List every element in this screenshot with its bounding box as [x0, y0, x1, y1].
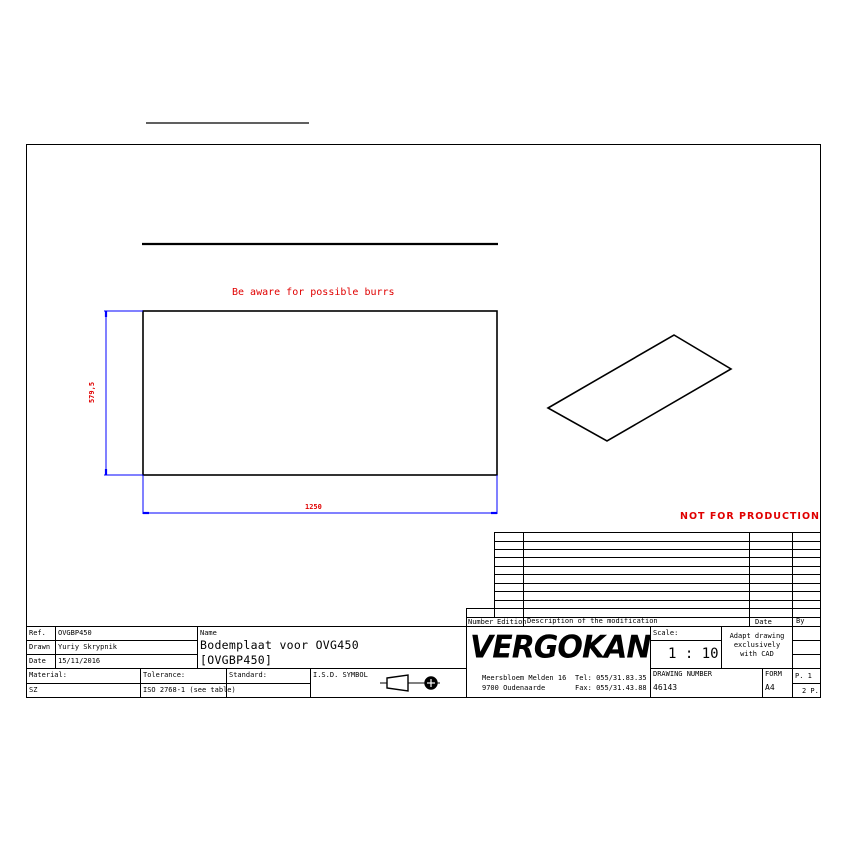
- name-label: Name: [200, 629, 217, 637]
- date-value: 15/11/2016: [58, 657, 101, 665]
- plate-isometric-view: [546, 334, 733, 442]
- drawn-value: Yuriy Skrypnik: [58, 643, 118, 651]
- height-dimension-label: 579,5: [88, 381, 97, 404]
- rev-header-date: Date: [755, 618, 772, 626]
- material-value: SZ: [29, 686, 38, 694]
- material-label: Material:: [29, 671, 67, 679]
- form-value: A4: [765, 683, 775, 692]
- isd-symbol-label: I.S.D. SYMBOL: [313, 671, 368, 679]
- standard-label: Standard:: [229, 671, 267, 679]
- company-tel: Tel: 055/31.83.35: [575, 674, 647, 682]
- rev-header-edition: Edition: [497, 618, 527, 626]
- width-dimension-label: 1250: [305, 503, 322, 511]
- company-address-line1: Meersbloem Melden 16: [482, 674, 567, 682]
- revision-table-lines: [466, 532, 820, 697]
- company-logo: VERGOKAN: [470, 629, 652, 666]
- company-address-line2: 9700 Oudenaarde: [482, 684, 546, 692]
- page-total: 2 P.: [802, 687, 819, 695]
- width-dimension: [142, 475, 498, 515]
- scale-value: 1 : 10: [668, 646, 719, 662]
- part-name: Bodemplaat voor OVG450: [200, 638, 359, 652]
- plate-top-view: [142, 310, 498, 476]
- height-dimension: [104, 310, 143, 476]
- rev-header-number: Number: [468, 618, 494, 626]
- part-code: [OVGBP450]: [200, 653, 273, 667]
- page-current: P. 1: [795, 672, 812, 680]
- rev-header-description: Description of the modification: [527, 617, 658, 625]
- scale-label: Scale:: [653, 629, 679, 637]
- date-label: Date: [29, 657, 46, 665]
- title-block-lines: [26, 626, 820, 697]
- drawing-number-value: 46143: [653, 683, 678, 692]
- drawing-number-label: DRAWING NUMBER: [653, 670, 713, 678]
- tolerance-label: Tolerance:: [143, 671, 186, 679]
- cad-note: Adapt drawing exclusively with CAD: [729, 632, 785, 658]
- ref-value: OVGBP450: [58, 629, 92, 637]
- not-for-production-stamp: NOT FOR PRODUCTION: [680, 511, 820, 522]
- projection-symbol-icon: [380, 674, 440, 692]
- ref-label: Ref.: [29, 629, 46, 637]
- sheet-frame: [26, 144, 821, 698]
- rev-header-by: By: [796, 617, 805, 625]
- tolerance-value: ISO 2768-1 (see table): [143, 686, 236, 694]
- form-label: FORM: [765, 670, 782, 678]
- drawn-label: Drawn: [29, 643, 51, 651]
- burr-warning-note: Be aware for possible burrs: [232, 287, 395, 298]
- company-fax: Fax: 055/31.43.88: [575, 684, 647, 692]
